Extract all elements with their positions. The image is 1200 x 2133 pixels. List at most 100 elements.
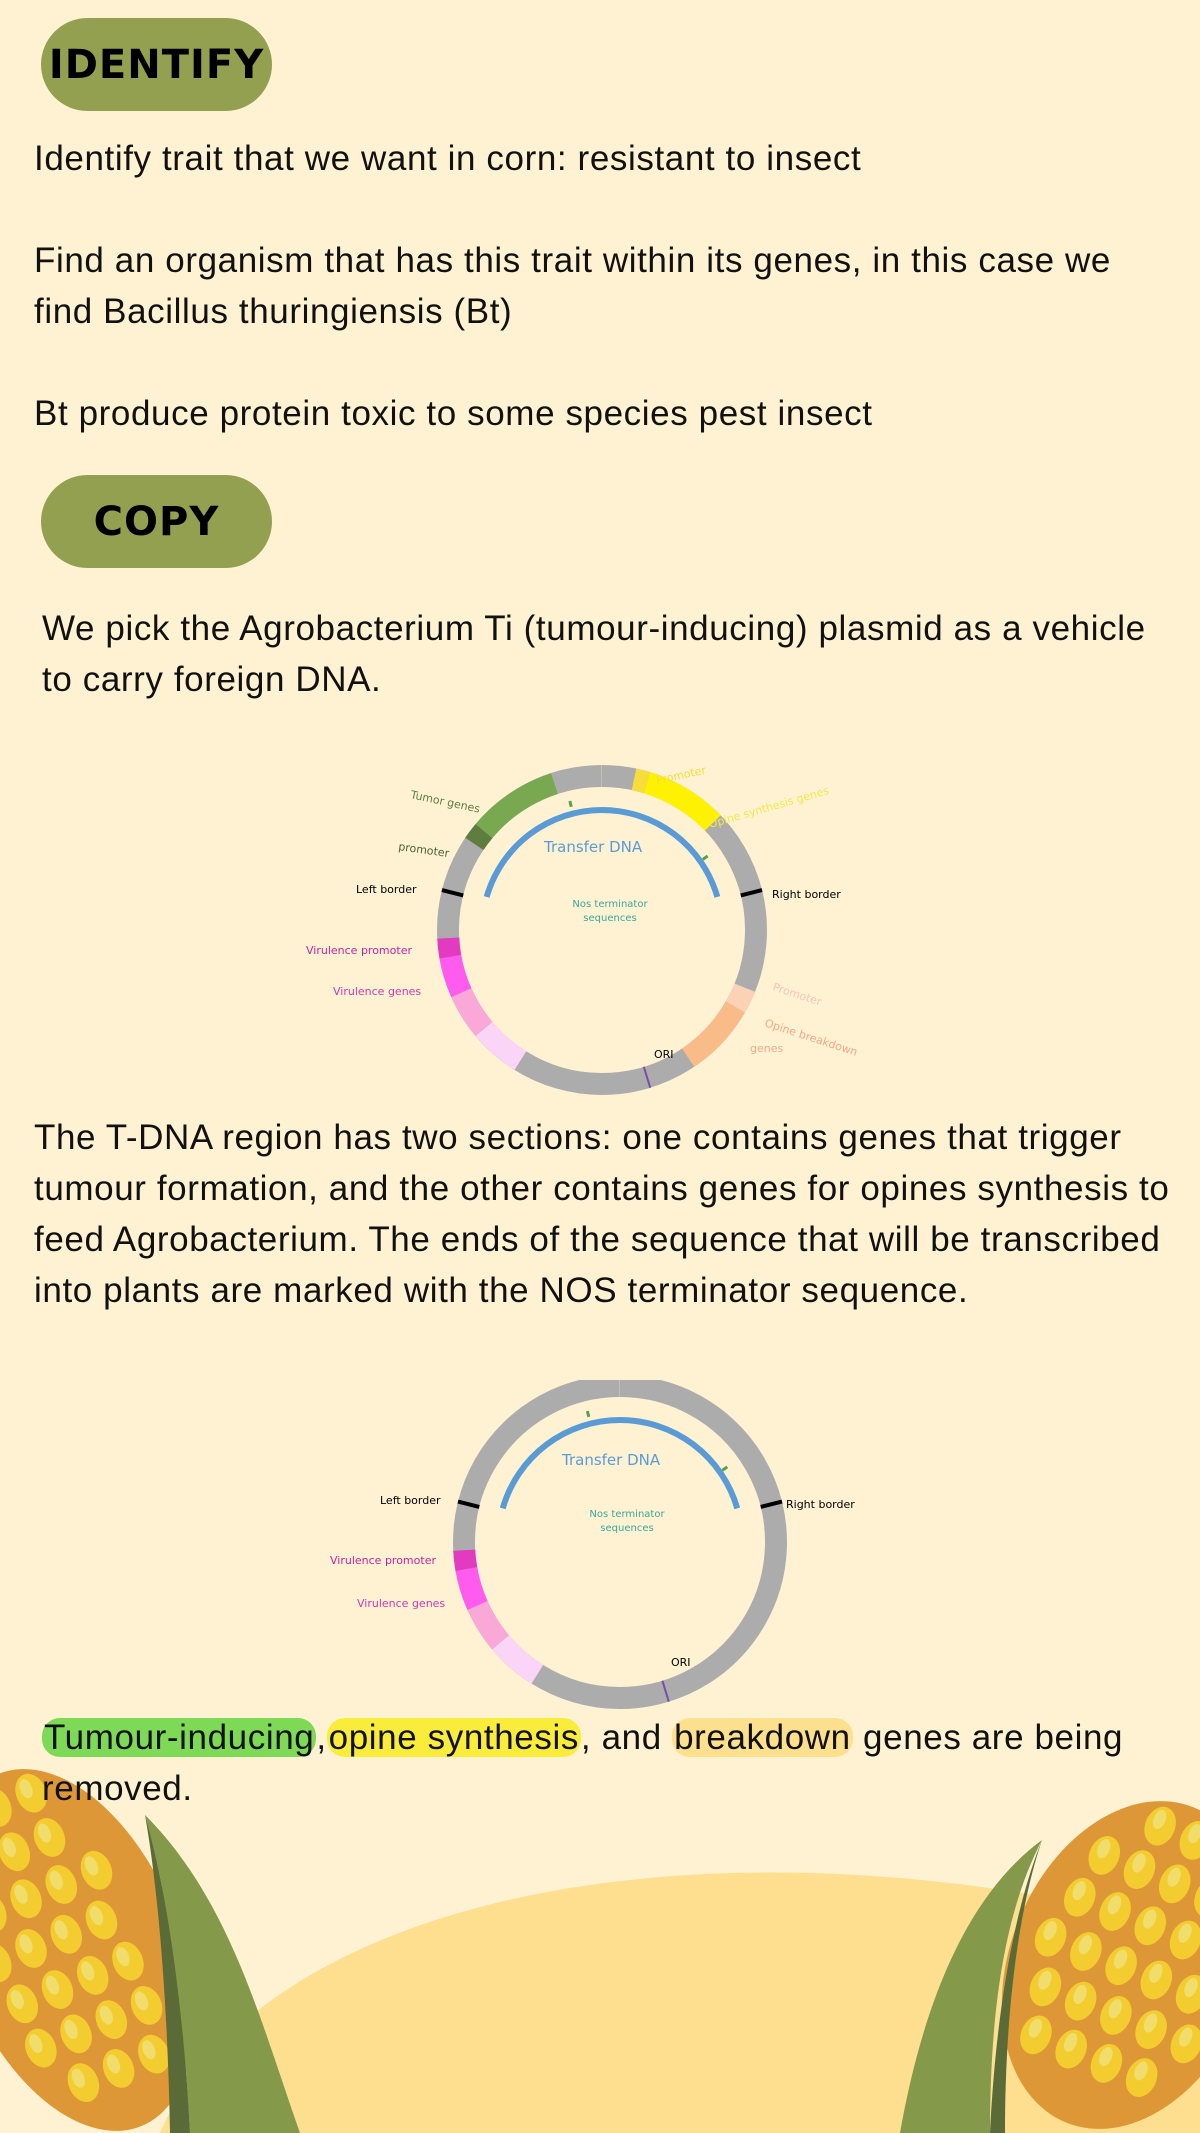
ori-mark [661, 1680, 670, 1702]
kernel-highlight [10, 1989, 24, 2009]
right-border-mark [740, 888, 763, 898]
kernel-highlight [1132, 1853, 1146, 1873]
kernel-highlight [84, 1856, 99, 1876]
opine-breakdown-segment [681, 1001, 745, 1067]
tumor-promoter-segment [465, 823, 493, 851]
transfer-dna-label: Transfer DNA [561, 1451, 661, 1469]
virulence-promoter-label: Virulence promoter [306, 944, 412, 957]
kernel-highlight [2, 1837, 16, 1857]
ori-label: ORI [654, 1048, 674, 1061]
virulence-promoter-label: Virulence promoter [330, 1554, 436, 1567]
corn-leaf-left-icon [145, 1815, 300, 2133]
corn-leaf-right-icon [900, 1840, 1042, 2133]
kernel-highlight [99, 2005, 113, 2025]
tumor-genes-label: Tumor genes [408, 788, 481, 816]
promoter-right-label: Promoter [771, 980, 823, 1008]
ti-plasmid-diagram: Transfer DNA Nos terminator sequences Tu… [306, 764, 859, 1095]
left-border-mark [441, 888, 464, 898]
nos-terminator-mark-left [585, 1410, 591, 1418]
right-border-label: Right border [786, 1498, 855, 1511]
kernel-highlight [1108, 1999, 1123, 2019]
kernel-highlight [1107, 1895, 1122, 1915]
kernel-highlight [1097, 1839, 1111, 1859]
corn-leaf-right-shade [990, 1840, 1042, 2133]
kernel-highlight [1149, 1963, 1163, 1983]
kernel-highlight [1038, 1970, 1052, 1990]
kernel-highlight [142, 2040, 156, 2060]
virulence-genes-segment [455, 1566, 488, 1610]
virulence-segment-light [475, 1021, 527, 1070]
kernel-highlight [80, 1961, 95, 1981]
kernel-highlight [106, 2054, 121, 2074]
right-border-label: Right border [772, 888, 841, 901]
right-border-mark [760, 1499, 783, 1509]
kernel-highlight [116, 1947, 130, 1967]
tumor-genes-segment [475, 773, 559, 839]
nos-terminator-mark-left [568, 800, 573, 808]
kernel-highlight [1073, 1984, 1087, 2004]
ori-mark [642, 1066, 652, 1089]
promoter-left-label: promoter [398, 840, 451, 860]
nos-label-1: Nos terminator [572, 899, 648, 910]
comma: , [316, 1718, 327, 1757]
opine-promoter-segment [631, 768, 651, 794]
kernel-highlight [1099, 2047, 1113, 2067]
kernel-highlight [1179, 2027, 1193, 2047]
identify-heading: IDENTIFY [48, 41, 265, 88]
transfer-dna-label: Transfer DNA [543, 838, 643, 856]
kernel-highlight [1134, 2061, 1148, 2081]
identify-heading-badge: IDENTIFY [41, 18, 272, 111]
nos-terminator-mark-right [701, 854, 709, 861]
promoter-top-label: Promoter [655, 764, 708, 787]
kernel-highlight [1028, 2018, 1043, 2038]
left-border-mark [457, 1499, 480, 1509]
kernel-highlight [71, 2068, 86, 2088]
kernel [0, 1788, 12, 1827]
identify-paragraph-2: Find an organism that has this trait wit… [34, 241, 1111, 331]
kernel-highlight [1078, 1935, 1093, 1955]
kernel-highlight [1188, 1824, 1200, 1844]
kernel-highlight [1143, 1909, 1157, 1929]
kernel-highlight [1184, 1977, 1198, 1998]
highlight-tumour-inducing: Tumour-inducing [42, 1718, 317, 1757]
kernel-highlight [89, 1906, 104, 1926]
kernel-highlight [19, 1779, 33, 1799]
kernel-highlight [1072, 1881, 1086, 1901]
nos-label-1: Nos terminator [589, 1509, 665, 1520]
corn-cob-right-icon [1001, 1801, 1200, 2129]
virulence-genes-label: Virulence genes [333, 985, 421, 998]
kernel-highlight [1043, 1921, 1057, 1941]
nos-terminator-mark-right [721, 1465, 729, 1472]
copy-intro: We pick the Agrobacterium Ti (tumour-ind… [42, 609, 1146, 699]
tdna-paragraph: The T-DNA region has two sections: one c… [34, 1118, 1170, 1310]
highlight-opine-synthesis: opine synthesis [326, 1718, 581, 1757]
corn-cob-left-icon [0, 1769, 195, 2131]
kernel-highlight [1178, 1923, 1192, 1943]
corn-leaf-left-shade [145, 1815, 190, 2133]
kernel-highlight [1167, 1867, 1181, 1887]
kernel [0, 1943, 12, 1983]
plasmid-ring [437, 765, 767, 1095]
kernel-highlight [1143, 2013, 1158, 2033]
highlight-breakdown: breakdown [672, 1718, 853, 1757]
virulence-segment-pink [467, 1600, 510, 1650]
left-border-label: Left border [380, 1494, 441, 1507]
transfer-dna-arc [499, 1417, 741, 1510]
opine-synthesis-label: Opine synthesis genes [707, 784, 830, 831]
virulence-genes-label: Virulence genes [357, 1597, 445, 1610]
copy-heading-badge: COPY [41, 475, 272, 568]
kernel-highlight [49, 1870, 63, 1890]
plasmid-ring [453, 1380, 787, 1709]
kernel-highlight [54, 1920, 68, 1940]
transfer-dna-arc [483, 807, 721, 898]
ori-label: ORI [671, 1656, 691, 1669]
nos-label-2: sequences [583, 913, 636, 924]
kernel-highlight [1063, 2032, 1078, 2052]
kernel-highlight [1113, 1949, 1128, 1969]
opine-breakdown-label-2: genes [750, 1042, 783, 1055]
virulence-promoter-segment [437, 937, 462, 959]
copy-heading: COPY [93, 498, 220, 545]
modified-plasmid-diagram: Transfer DNA Nos terminator sequences Le… [330, 1380, 855, 1709]
identify-paragraph-1: Identify trait that we want in corn: res… [34, 139, 862, 178]
